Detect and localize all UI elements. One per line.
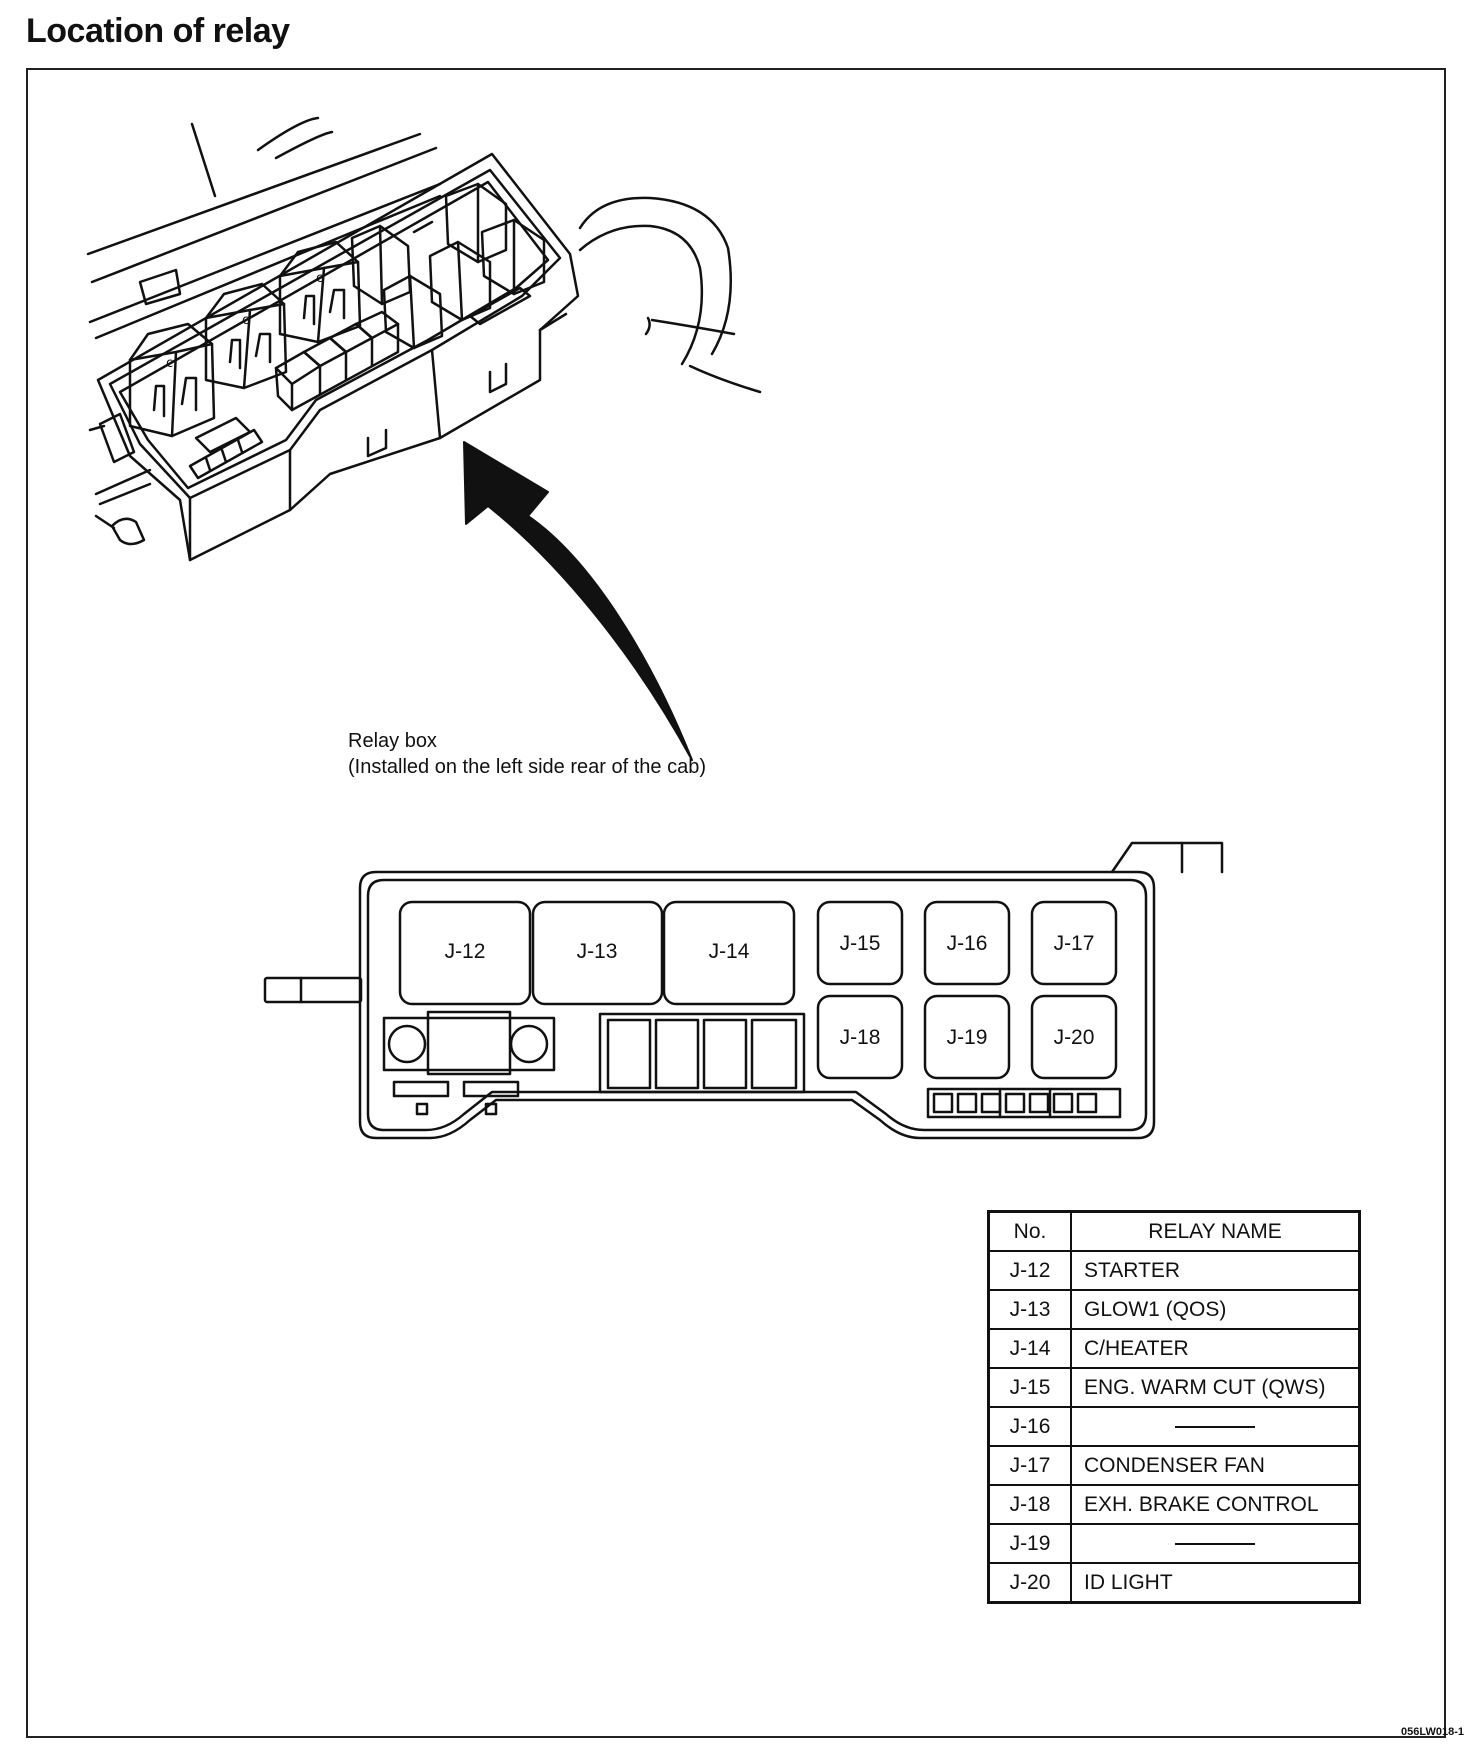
figure-code: 056LW018-1 (1401, 1726, 1464, 1738)
table-cell-relay-name: EXH. BRAKE CONTROL (1070, 1484, 1361, 1525)
page-title: Location of relay (26, 12, 290, 50)
dash-mark (1175, 1542, 1255, 1545)
relay-slot-j-19 (923, 994, 1011, 1080)
relay-box-layout: J-12 J-13 J-14 J-15 J-16 J-17 J-18 J-19 … (263, 841, 1224, 1140)
relay-slot-j-13 (531, 900, 664, 1006)
relay-slot-label: J-12 (445, 940, 486, 963)
table-cell-relay-name: ENG. WARM CUT (QWS) (1070, 1367, 1361, 1408)
table-cell-no: J-14 (987, 1328, 1072, 1369)
table-cell-relay-name-empty (1070, 1523, 1361, 1564)
relay-slot-label: J-17 (1054, 932, 1095, 955)
table-cell-no: J-18 (987, 1484, 1072, 1525)
relay-slot-label: J-18 (840, 1026, 881, 1049)
relay-slot-label: J-13 (577, 940, 618, 963)
dash-mark (1175, 1425, 1255, 1428)
caption-line-1: Relay box (348, 730, 437, 752)
caption-line-2: (Installed on the left side rear of the … (348, 756, 706, 778)
table-cell-no: J-17 (987, 1445, 1072, 1486)
svg-text:c: c (242, 313, 249, 328)
svg-text:c: c (166, 356, 173, 371)
relay-box-caption: Relay box (Installed on the left side re… (348, 728, 706, 780)
table-row: J-19 (987, 1523, 1361, 1564)
relay-slot-j-14 (662, 900, 796, 1006)
relay-slot-j-16 (923, 900, 1011, 986)
relay-slot-j-15 (816, 900, 904, 986)
table-row: J-20 ID LIGHT (987, 1562, 1361, 1604)
table-row: J-14 C/HEATER (987, 1328, 1361, 1369)
curved-arrow (463, 441, 693, 761)
table-cell-no: J-12 (987, 1250, 1072, 1291)
column-header-relay-name: RELAY NAME (1070, 1210, 1361, 1252)
relay-slot-j-20 (1030, 994, 1118, 1080)
relay-slot-label: J-19 (947, 1026, 988, 1049)
table-row: J-15 ENG. WARM CUT (QWS) (987, 1367, 1361, 1408)
table-cell-no: J-15 (987, 1367, 1072, 1408)
table-header-row: No. RELAY NAME (987, 1210, 1361, 1252)
svg-text:c: c (316, 271, 323, 286)
table-cell-relay-name-empty (1070, 1406, 1361, 1447)
table-cell-relay-name: C/HEATER (1070, 1328, 1361, 1369)
table-cell-relay-name: STARTER (1070, 1250, 1361, 1291)
table-cell-no: J-16 (987, 1406, 1072, 1447)
relay-box-perspective: c c c (86, 116, 762, 562)
table-row: J-12 STARTER (987, 1250, 1361, 1291)
relay-slot-j-17 (1030, 900, 1118, 986)
figure-frame (26, 68, 1446, 1738)
table-cell-no: J-20 (987, 1562, 1072, 1604)
relay-slot-j-12 (398, 900, 532, 1006)
table-row: J-13 GLOW1 (QOS) (987, 1289, 1361, 1330)
relay-slot-label: J-20 (1054, 1026, 1095, 1049)
table-cell-no: J-19 (987, 1523, 1072, 1564)
relay-slot-label: J-15 (840, 932, 881, 955)
relay-slot-j-18 (816, 994, 904, 1080)
relay-slot-label: J-16 (947, 932, 988, 955)
table-cell-relay-name: ID LIGHT (1070, 1562, 1361, 1604)
column-header-no: No. (987, 1210, 1072, 1252)
table-row: J-18 EXH. BRAKE CONTROL (987, 1484, 1361, 1525)
relay-slot-label: J-14 (709, 940, 750, 963)
table-row: J-16 (987, 1406, 1361, 1447)
table-cell-no: J-13 (987, 1289, 1072, 1330)
relay-table: No. RELAY NAME J-12 STARTER J-13 GLOW1 (… (987, 1210, 1361, 1604)
table-row: J-17 CONDENSER FAN (987, 1445, 1361, 1486)
table-cell-relay-name: CONDENSER FAN (1070, 1445, 1361, 1486)
table-cell-relay-name: GLOW1 (QOS) (1070, 1289, 1361, 1330)
